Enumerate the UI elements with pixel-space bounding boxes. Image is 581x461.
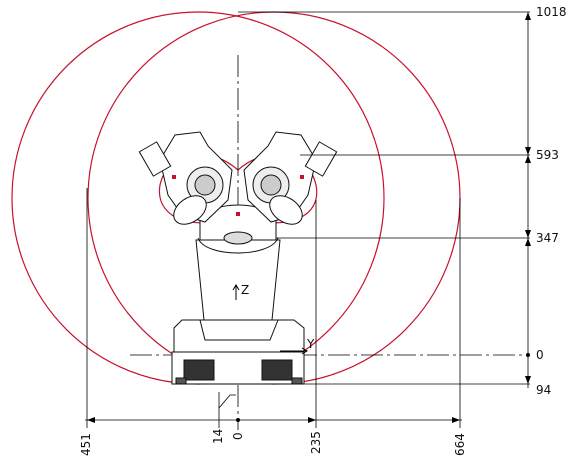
dim-label-14: 14 bbox=[211, 428, 225, 444]
torso-waist bbox=[197, 237, 279, 254]
dim-label-451: 451 bbox=[79, 433, 93, 456]
lower-housing bbox=[173, 319, 305, 353]
dim-label-0-horizontal: 0 bbox=[231, 432, 245, 440]
vertical-dimension-scale bbox=[176, 11, 530, 388]
joint-markers bbox=[172, 175, 304, 216]
base-left-foot bbox=[175, 377, 187, 385]
robot-body bbox=[138, 131, 338, 385]
y-axis-arrow bbox=[280, 347, 308, 355]
z-axis-arrow bbox=[232, 284, 240, 300]
base-right-foot bbox=[291, 377, 303, 385]
base-right-vent bbox=[261, 359, 293, 381]
dim-label-235: 235 bbox=[309, 431, 323, 454]
base-left-vent bbox=[183, 359, 215, 381]
z-axis-label: Z bbox=[241, 283, 250, 297]
dim-label-0: 0 bbox=[536, 348, 544, 362]
dim-label-94: 94 bbox=[536, 383, 552, 397]
horizontal-dimension-scale bbox=[85, 188, 462, 428]
horizontal-dimension-ticks bbox=[87, 417, 460, 423]
right-arm bbox=[243, 131, 338, 225]
lower-housing-inner bbox=[199, 319, 279, 341]
dim-label-347: 347 bbox=[536, 231, 559, 245]
vertical-dimension-ticks bbox=[525, 12, 531, 384]
left-arm bbox=[138, 131, 233, 225]
dim-label-1018: 1018 bbox=[536, 5, 567, 19]
dim-label-593: 593 bbox=[536, 148, 559, 162]
y-axis-label: Y bbox=[307, 337, 315, 351]
shoulder-top bbox=[223, 231, 253, 245]
dim-label-664: 664 bbox=[453, 433, 467, 456]
dim-leader-14 bbox=[218, 394, 236, 409]
